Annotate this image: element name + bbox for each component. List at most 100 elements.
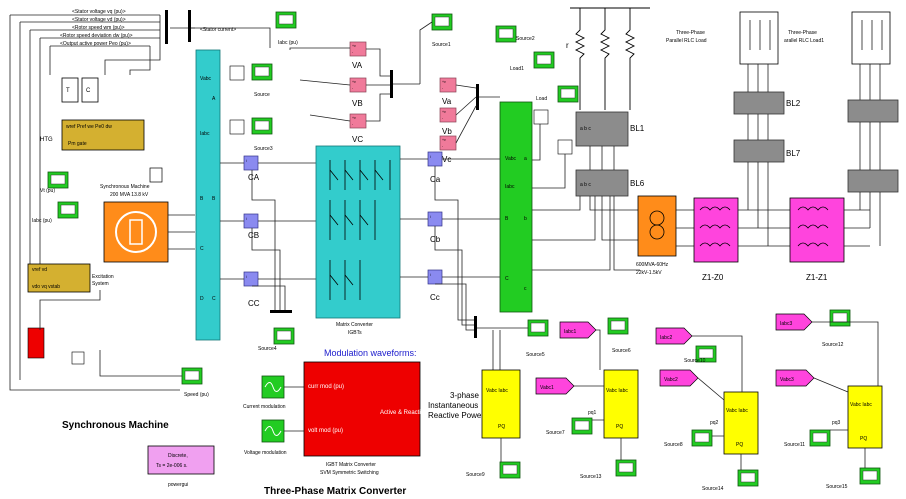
source4-scope-icon[interactable] (273, 327, 295, 345)
svg-text:Vabc: Vabc (505, 156, 517, 162)
pq2-block[interactable] (723, 391, 759, 455)
mux-va2[interactable] (476, 84, 479, 110)
rlc-load2-line1: Three-Phase (788, 30, 817, 36)
speed-scope-icon[interactable] (181, 367, 203, 385)
sine-icon-2 (264, 426, 282, 436)
excitation-block[interactable] (27, 263, 91, 293)
source9-label: Source9 (466, 472, 485, 478)
ground-block[interactable] (71, 351, 85, 365)
va-label: VA (352, 61, 363, 70)
vc2-meas-icon[interactable] (439, 135, 457, 151)
pq1-label: pq1 (588, 410, 597, 416)
rlc-load1-block[interactable] (739, 11, 779, 65)
vb-meas-icon[interactable] (349, 77, 367, 93)
htg-block[interactable] (61, 119, 145, 151)
bl7-block[interactable] (733, 139, 785, 163)
mux-cabc[interactable] (474, 316, 477, 338)
cb2-meas-icon[interactable] (427, 211, 443, 227)
pq-label1: 3-phase (450, 391, 479, 400)
green-bus-block[interactable] (499, 101, 533, 313)
pq-block-main[interactable] (481, 369, 521, 439)
mux-block-bottom[interactable] (270, 310, 292, 313)
signal-selector-wires (9, 14, 271, 391)
constant-block-c[interactable] (81, 77, 99, 103)
svg-text:vdo vq vstab: vdo vq vstab (32, 284, 60, 290)
source1-scope-icon[interactable] (431, 13, 453, 31)
svg-text:wref Pref we Pe0 dw: wref Pref we Pe0 dw (66, 124, 112, 130)
svg-text:B: B (505, 216, 509, 222)
iabc-top-scope-icon[interactable] (275, 11, 297, 29)
bus-selector-left[interactable] (165, 10, 168, 44)
gain-load-1[interactable] (533, 109, 549, 125)
svm-label1: IGBT Matrix Converter (326, 462, 376, 468)
source7-scope-icon[interactable] (571, 417, 593, 435)
cc2-meas-icon[interactable] (427, 269, 443, 285)
iabc1-goto-tag[interactable] (559, 321, 597, 339)
svm-block[interactable] (303, 361, 421, 457)
sine-icon (264, 382, 282, 392)
vb2-meas-icon[interactable] (439, 107, 457, 123)
cyan-bus-block[interactable] (195, 49, 221, 341)
source11-scope-icon[interactable] (809, 429, 831, 447)
vabc2-goto-tag[interactable] (659, 369, 699, 387)
z1-z0-label: Z1-Z0 (702, 273, 724, 282)
gain-block-2[interactable] (229, 119, 245, 135)
z1-z1-line-block[interactable] (789, 197, 845, 263)
clock-block[interactable] (149, 167, 163, 183)
source3-scope-icon[interactable] (251, 117, 273, 135)
va-meas-icon[interactable] (349, 41, 367, 57)
iabc2-goto-tag[interactable] (655, 327, 693, 345)
bl-right-bottom-block[interactable] (847, 169, 899, 193)
pq2-label: pq2 (710, 420, 719, 426)
bl-right-top-block[interactable] (847, 99, 899, 123)
iabc1-label: Iabc1 (564, 329, 576, 335)
stator-vq-label: <Stator voltage vq (pu)> (72, 9, 126, 15)
bl2-block[interactable] (733, 91, 785, 115)
source8-scope-icon[interactable] (691, 429, 713, 447)
constant-block-t[interactable] (61, 77, 79, 103)
modulation-title: Modulation waveforms: (324, 348, 417, 358)
vt-scope-icon[interactable] (47, 171, 69, 189)
source10-label: Source10 (684, 358, 706, 364)
vabc1-goto-tag[interactable] (535, 377, 575, 395)
ca-label: CA (248, 173, 260, 182)
rlc-load1-line1: Three-Phase (676, 30, 705, 36)
excitation-label: Excitation (92, 274, 114, 280)
stator-current-label: <Stator current> (200, 27, 236, 33)
iabc3-goto-tag[interactable] (775, 313, 813, 331)
source-label: Source (254, 92, 270, 98)
source14-scope-icon[interactable] (737, 469, 759, 487)
mux-va-vc[interactable] (390, 70, 393, 98)
cc-meas-icon[interactable] (243, 271, 259, 287)
iabc-scope-icon[interactable] (57, 201, 79, 219)
matrix-converter-block[interactable] (315, 145, 401, 319)
cb-meas-icon[interactable] (243, 213, 259, 229)
load1-scope-icon[interactable] (533, 51, 555, 69)
bus-selector-right[interactable] (188, 10, 191, 42)
source15-scope-icon[interactable] (859, 467, 881, 485)
vref-constant[interactable] (27, 327, 45, 359)
vabc3-goto-tag[interactable] (775, 369, 815, 387)
va2-meas-icon[interactable] (439, 77, 457, 93)
pq3-label: pq3 (832, 420, 841, 426)
ca-meas-icon[interactable] (243, 155, 259, 171)
source9-scope-icon[interactable] (499, 461, 521, 479)
transformer-block[interactable] (637, 195, 677, 257)
load-scope-icon[interactable] (557, 85, 579, 103)
source12-scope-icon[interactable] (829, 309, 851, 327)
rlc-load2-block[interactable] (851, 11, 891, 65)
powergui-block[interactable] (147, 445, 215, 475)
z1-z0-line-block[interactable] (693, 197, 739, 263)
source5-scope-icon[interactable] (527, 319, 549, 337)
source2-scope-icon[interactable] (495, 25, 517, 43)
cc2-label: Cc (430, 293, 440, 302)
ca2-meas-icon[interactable] (427, 151, 443, 167)
gain-load-2[interactable] (557, 139, 573, 155)
gain-block-1[interactable] (229, 65, 245, 81)
powergui-label: powergui (168, 482, 188, 488)
source4-label: Source4 (258, 346, 277, 352)
vc-meas-icon[interactable] (349, 113, 367, 129)
source13-scope-icon[interactable] (615, 459, 637, 477)
source-scope-icon[interactable] (251, 63, 273, 81)
source6-scope-icon[interactable] (607, 317, 629, 335)
